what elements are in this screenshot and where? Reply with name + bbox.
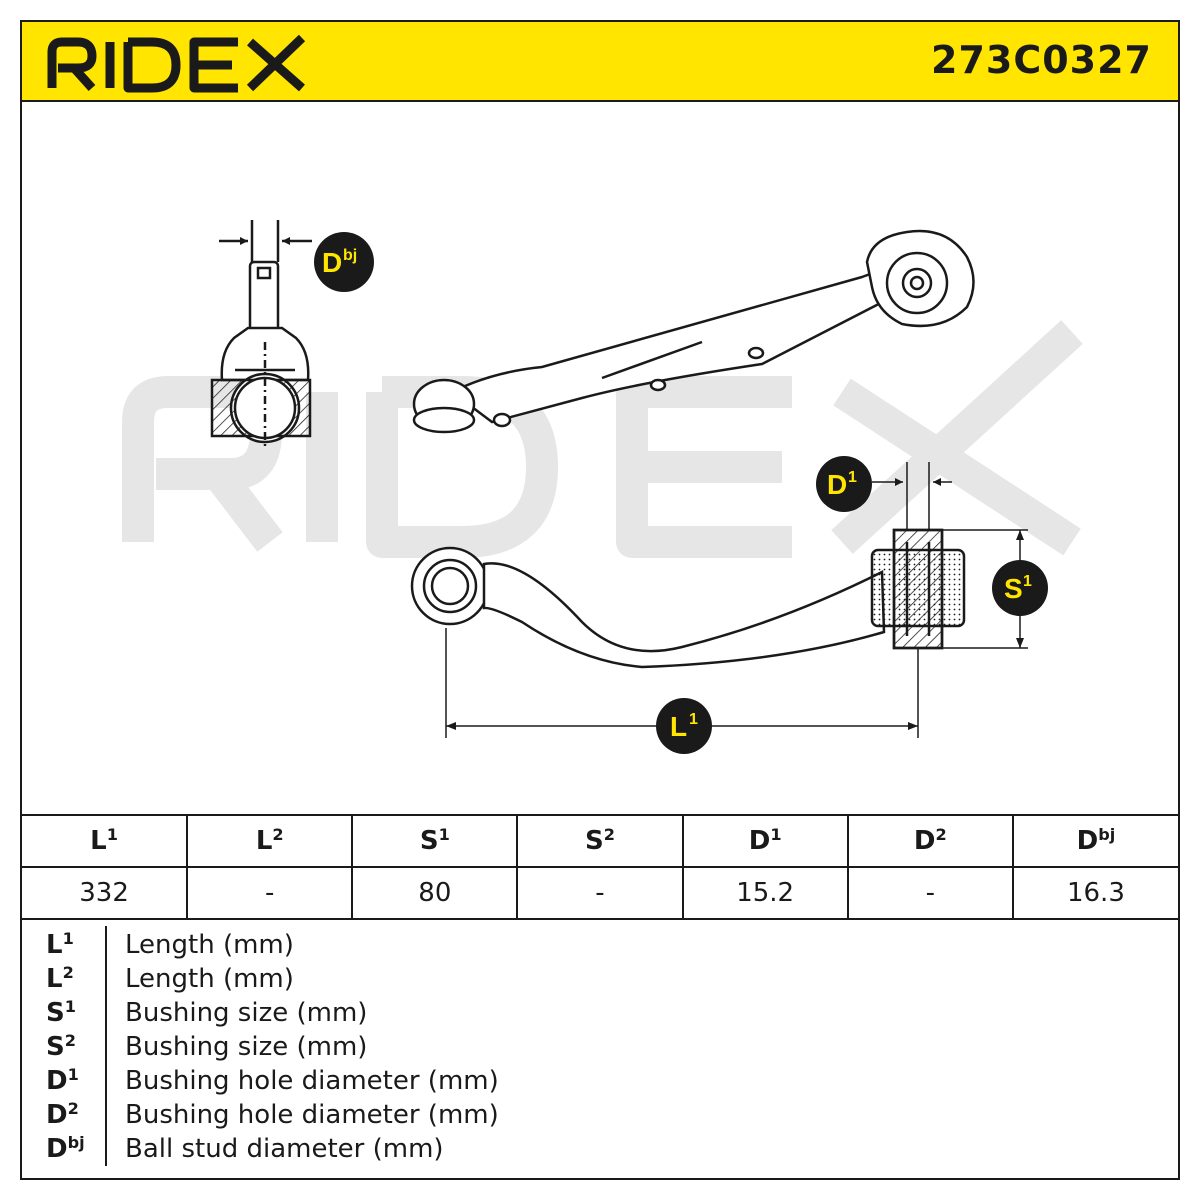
legend-item: D1 Bushing hole diameter (mm) — [22, 1066, 1178, 1100]
callout-dbj-sup: bj — [343, 247, 357, 264]
spec-header: L2 — [186, 814, 354, 868]
legend-divider — [105, 926, 107, 1166]
callout-d1-base: D — [827, 469, 847, 500]
header-bar: 273C0327 — [22, 22, 1178, 102]
legend-symbol: Dbj — [46, 1133, 85, 1164]
callout-l1-sup: 1 — [689, 711, 698, 728]
spec-header: S2 — [516, 814, 684, 868]
spec-value: - — [516, 866, 684, 920]
part-number: 273C0327 — [931, 38, 1152, 82]
callout-l1: L 1 — [656, 698, 712, 754]
legend-item: Dbj Ball stud diameter (mm) — [22, 1134, 1178, 1168]
legend-description: Length (mm) — [125, 930, 294, 960]
spec-value: 332 — [22, 866, 189, 920]
legend-symbol: L1 — [46, 929, 74, 960]
legend: L1 Length (mm) L2 Length (mm) S1 Bushing… — [22, 914, 1178, 1178]
legend-description: Bushing hole diameter (mm) — [125, 1066, 499, 1096]
spec-header: L1 — [22, 814, 189, 868]
spec-value: 80 — [351, 866, 519, 920]
callout-s1-sup: 1 — [1023, 573, 1032, 590]
spec-header: Dbj — [1011, 814, 1178, 868]
spec-header: S1 — [351, 814, 519, 868]
spec-header: D2 — [846, 814, 1014, 868]
callout-l1-base: L — [670, 711, 687, 742]
legend-item: L1 Length (mm) — [22, 930, 1178, 964]
control-arm-side-view — [410, 528, 966, 669]
spec-value: - — [846, 866, 1014, 920]
callout-d1: D 1 — [816, 456, 872, 512]
legend-symbol: S2 — [46, 1031, 76, 1062]
legend-description: Bushing hole diameter (mm) — [125, 1100, 499, 1130]
legend-item: S2 Bushing size (mm) — [22, 1032, 1178, 1066]
ball-joint-drawing — [210, 220, 312, 447]
datasheet-frame: 273C0327 — [20, 20, 1180, 1180]
legend-item: S1 Bushing size (mm) — [22, 998, 1178, 1032]
control-arm-top-view — [412, 229, 975, 434]
callout-dbj: D bj — [314, 232, 374, 292]
spec-table: L1 L2 S1 S2 D1 D2 Dbj 332 - 80 - 15.2 - … — [22, 814, 1178, 920]
legend-description: Length (mm) — [125, 964, 294, 994]
legend-description: Bushing size (mm) — [125, 1032, 368, 1062]
spec-table-header-row: L1 L2 S1 S2 D1 D2 Dbj — [22, 814, 1178, 868]
legend-symbol: S1 — [46, 997, 76, 1028]
spec-table-value-row: 332 - 80 - 15.2 - 16.3 — [22, 866, 1178, 920]
legend-item: L2 Length (mm) — [22, 964, 1178, 998]
callout-dbj-base: D — [322, 247, 342, 278]
callout-s1-base: S — [1004, 573, 1023, 604]
spec-value: - — [186, 866, 354, 920]
legend-description: Bushing size (mm) — [125, 998, 368, 1028]
legend-symbol: L2 — [46, 963, 74, 994]
legend-symbol: D1 — [46, 1065, 79, 1096]
legend-item: D2 Bushing hole diameter (mm) — [22, 1100, 1178, 1134]
callout-s1: S 1 — [992, 560, 1048, 616]
legend-description: Ball stud diameter (mm) — [125, 1134, 444, 1164]
callout-d1-sup: 1 — [848, 469, 857, 486]
technical-drawing: D bj D 1 S 1 L 1 — [22, 102, 1178, 814]
spec-value: 16.3 — [1011, 866, 1178, 920]
spec-value: 15.2 — [681, 866, 849, 920]
ridex-logo-icon — [47, 34, 306, 93]
spec-header: D1 — [681, 814, 849, 868]
brand-logo — [44, 32, 314, 98]
legend-symbol: D2 — [46, 1099, 79, 1130]
